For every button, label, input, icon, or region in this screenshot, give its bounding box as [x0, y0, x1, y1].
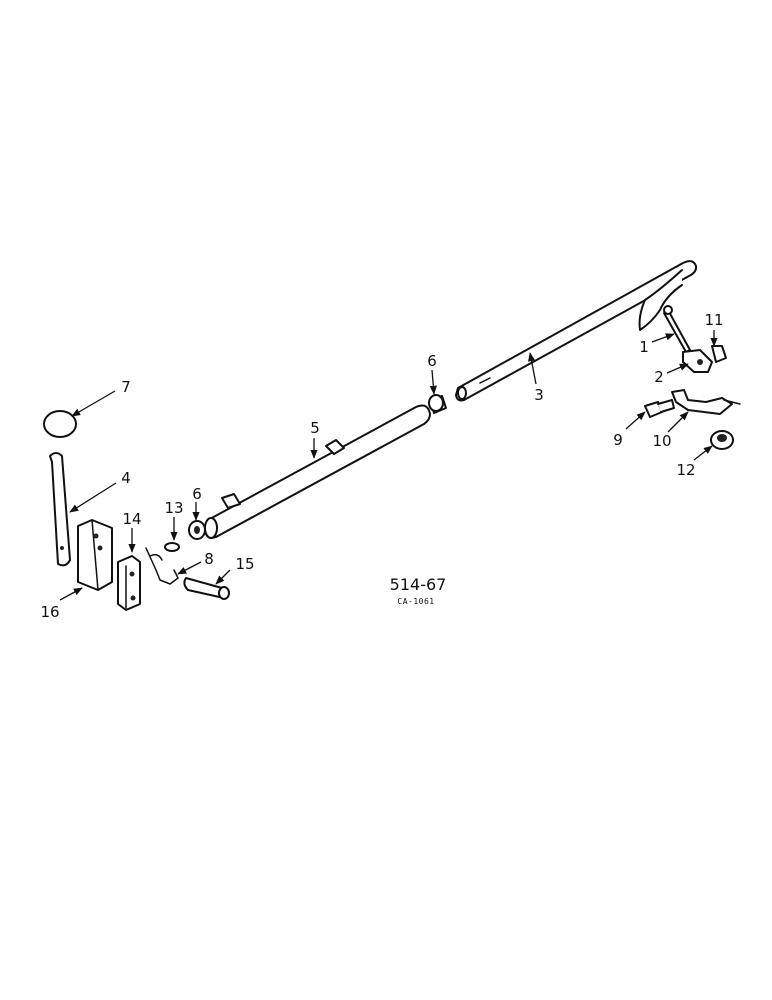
- callout-6-right: 6: [427, 352, 437, 370]
- bushing-part-6-left: [188, 520, 206, 540]
- callout-1: 1: [639, 338, 649, 356]
- knob-part-7: [43, 410, 77, 438]
- callout-8: 8: [204, 550, 214, 568]
- callout-9: 9: [613, 431, 623, 449]
- callout-2: 2: [654, 368, 664, 386]
- callout-3: 3: [534, 386, 544, 404]
- clip-part-11: [711, 345, 727, 363]
- bolt-part-9: [644, 399, 675, 418]
- callout-14: 14: [122, 510, 141, 528]
- reference-number: 514-67: [390, 575, 447, 594]
- callout-13: 13: [164, 499, 183, 517]
- leader-lines: [59, 330, 718, 601]
- bracket-plate-part-16: [77, 519, 113, 591]
- callout-7: 7: [121, 378, 131, 396]
- callout-15: 15: [235, 555, 254, 573]
- link-rod-part-1: [663, 305, 691, 353]
- callout-6-left: 6: [192, 485, 202, 503]
- callout-12: 12: [676, 461, 695, 479]
- shift-rod-part-3: [455, 260, 698, 402]
- bushing-part-6-right: [428, 394, 447, 414]
- spring-clip-part-8: [145, 547, 179, 585]
- bracket-part-10: [671, 389, 741, 415]
- lever-part-4: [49, 452, 71, 567]
- callout-16: 16: [40, 603, 59, 621]
- reference-code: CA-1061: [397, 597, 434, 606]
- washer-part-13: [164, 542, 180, 552]
- yoke-part-2: [682, 349, 713, 373]
- block-part-14: [117, 555, 141, 611]
- tube-part-5: [204, 404, 431, 539]
- nut-part-12: [710, 430, 734, 450]
- pin-part-15: [183, 577, 230, 600]
- callout-11: 11: [704, 311, 723, 329]
- callout-4: 4: [121, 469, 131, 487]
- callout-10: 10: [652, 432, 671, 450]
- callout-5: 5: [310, 419, 320, 437]
